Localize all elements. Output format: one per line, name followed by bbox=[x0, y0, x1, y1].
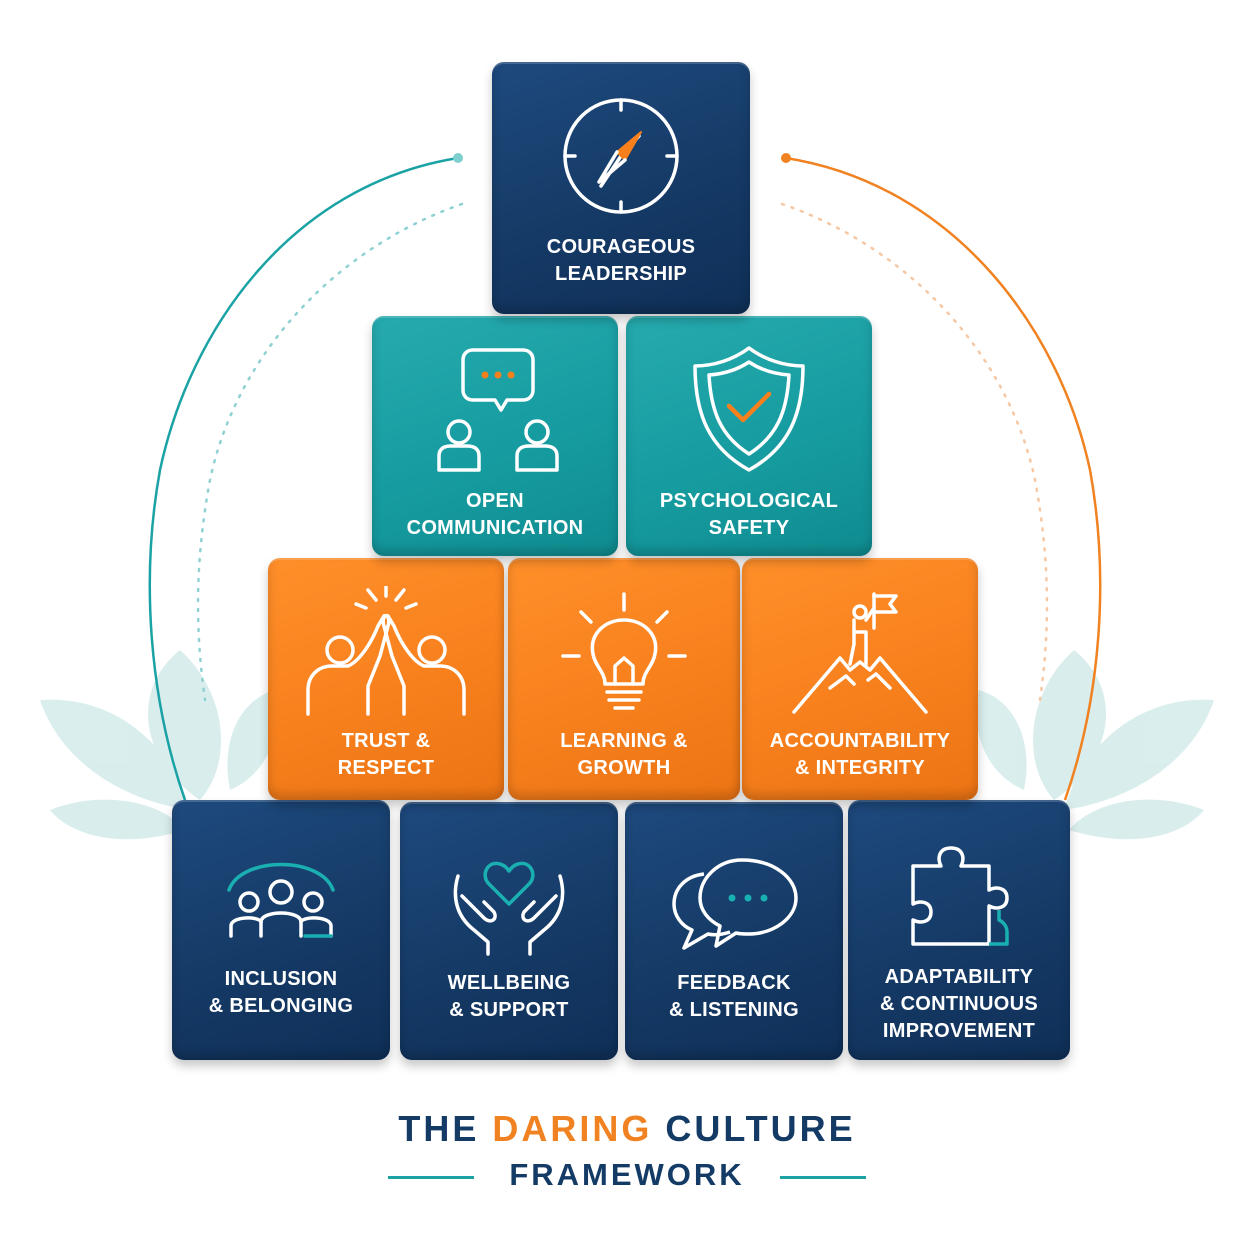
label-line2: COMMUNICATION bbox=[406, 517, 584, 539]
leaf-right-icon bbox=[976, 650, 1214, 840]
label-line2: LEADERSHIP bbox=[555, 263, 687, 285]
block-adaptability: ADAPTABILITY & CONTINUOUS IMPROVEMENT bbox=[848, 800, 1070, 1060]
block-courageous-leadership: COURAGEOUS LEADERSHIP bbox=[492, 62, 750, 314]
label-line2: & INTEGRITY bbox=[795, 757, 925, 779]
high-five-icon bbox=[306, 586, 466, 716]
people-chat-icon bbox=[437, 348, 559, 472]
block-inclusion-belonging: INCLUSION & BELONGING bbox=[172, 800, 390, 1060]
orange-arc bbox=[785, 156, 1102, 801]
label-line2: & LISTENING bbox=[669, 999, 799, 1021]
shield-check-icon bbox=[693, 346, 805, 472]
label-line1: COURAGEOUS bbox=[546, 236, 696, 258]
label-line1: LEARNING & bbox=[560, 730, 688, 752]
teal-arc bbox=[148, 156, 459, 801]
teal-dotted-arc bbox=[196, 202, 464, 702]
title-rule-right bbox=[780, 1176, 866, 1179]
puzzle-piece-icon bbox=[911, 846, 1009, 946]
leaf-left-icon bbox=[40, 650, 278, 840]
block-feedback-listening: FEEDBACK & LISTENING bbox=[625, 802, 843, 1060]
framework-subtitle: FRAMEWORK bbox=[509, 1157, 745, 1192]
block-wellbeing-support: WELLBEING & SUPPORT bbox=[400, 802, 618, 1060]
block-open-communication: OPEN COMMUNICATION bbox=[372, 316, 618, 556]
compass-icon bbox=[563, 98, 679, 214]
label-line2: & SUPPORT bbox=[449, 999, 569, 1021]
speech-bubbles-icon bbox=[672, 858, 798, 950]
label-line3: IMPROVEMENT bbox=[882, 1020, 1036, 1042]
title-part2: CULTURE bbox=[652, 1108, 856, 1149]
hands-heart-icon bbox=[453, 861, 565, 956]
label-line1: ADAPTABILITY bbox=[884, 966, 1034, 988]
block-trust-respect: TRUST & RESPECT bbox=[268, 558, 504, 800]
title-accent: DARING bbox=[492, 1108, 653, 1149]
label-line2: RESPECT bbox=[337, 757, 435, 779]
label-line1: ACCOUNTABILITY bbox=[769, 730, 951, 752]
summit-flag-icon bbox=[792, 592, 928, 714]
block-learning-growth: LEARNING & GROWTH bbox=[508, 558, 740, 800]
group-icon bbox=[227, 862, 335, 938]
orange-dotted-arc bbox=[780, 202, 1049, 702]
block-psychological-safety: PSYCHOLOGICAL SAFETY bbox=[626, 316, 872, 556]
label-line2: SAFETY bbox=[708, 517, 790, 539]
label-line2: GROWTH bbox=[577, 757, 671, 779]
label-line2: & BELONGING bbox=[208, 995, 354, 1017]
title-part1: THE bbox=[398, 1108, 493, 1149]
framework-title: THE DARING CULTURE bbox=[0, 1108, 1254, 1150]
label-line1: INCLUSION bbox=[224, 968, 338, 990]
label-line2: & CONTINUOUS bbox=[879, 993, 1039, 1015]
label-line1: FEEDBACK bbox=[677, 972, 791, 994]
title-rule-left bbox=[388, 1176, 474, 1179]
label-line1: TRUST & bbox=[341, 730, 431, 752]
label-line1: WELLBEING bbox=[447, 972, 571, 994]
block-accountability-integrity: ACCOUNTABILITY & INTEGRITY bbox=[742, 558, 978, 800]
lightbulb-icon bbox=[561, 592, 687, 710]
label-line1: PSYCHOLOGICAL bbox=[659, 490, 839, 512]
label-line1: OPEN bbox=[466, 490, 524, 512]
